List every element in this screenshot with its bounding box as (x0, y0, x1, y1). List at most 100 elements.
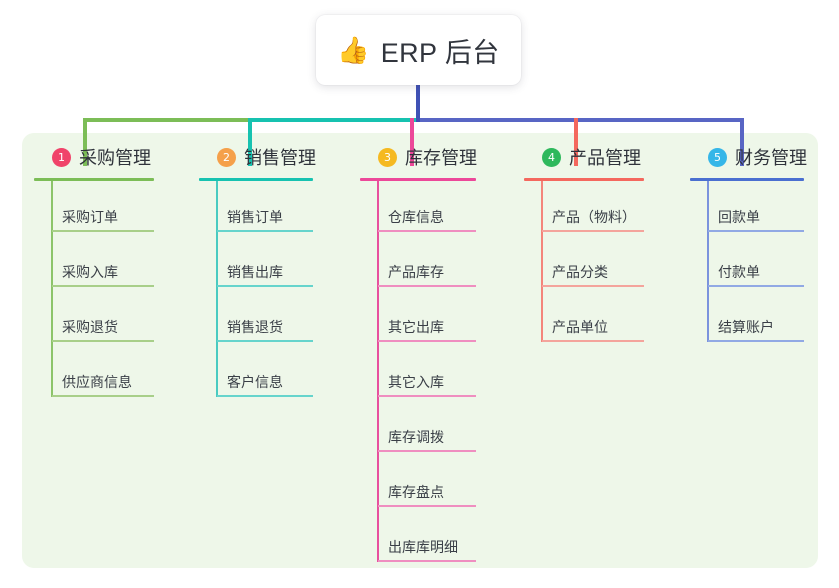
leaf-label: 供应商信息 (62, 374, 132, 390)
column-rule-4 (524, 178, 644, 181)
root-node-title: ERP 后台 (380, 37, 500, 68)
thumbs-up-icon: 👍 (337, 35, 370, 65)
leaf-rule (378, 340, 476, 342)
leaf-item[interactable]: 销售订单 (199, 181, 313, 236)
leaf-label: 其它入库 (388, 374, 444, 390)
column-rule-2 (199, 178, 313, 181)
leaf-rule (52, 395, 154, 397)
leaf-rule (217, 340, 313, 342)
leaf-rule (708, 285, 804, 287)
leaf-label: 库存盘点 (388, 484, 444, 500)
drop-line-1 (83, 118, 87, 166)
leaf-rule (378, 505, 476, 507)
column-rule-3 (360, 178, 476, 181)
leaf-rule (378, 450, 476, 452)
leaf-item[interactable]: 客户信息 (199, 346, 313, 401)
leaf-item[interactable]: 产品库存 (360, 236, 476, 291)
leaf-rule (217, 230, 313, 232)
leaf-label: 回款单 (718, 209, 760, 225)
leaf-label: 仓库信息 (388, 209, 444, 225)
leaf-label: 产品（物料） (552, 209, 636, 225)
leaf-label: 客户信息 (227, 374, 283, 390)
leaf-label: 产品单位 (552, 319, 608, 335)
column-2: 2 销售管理销售订单销售出库销售退货客户信息 (199, 143, 316, 401)
column-badge-5: 5 (708, 147, 727, 167)
leaf-item[interactable]: 供应商信息 (34, 346, 154, 401)
leaf-rule (217, 285, 313, 287)
leaf-label: 付款单 (718, 264, 760, 280)
column-title-4: 产品管理 (569, 148, 641, 168)
leaf-item[interactable]: 付款单 (690, 236, 804, 291)
leaf-list-5: 回款单付款单结算账户 (690, 181, 804, 346)
drop-line-4 (574, 118, 578, 166)
leaf-label: 采购退货 (62, 319, 118, 335)
leaf-item[interactable]: 结算账户 (690, 291, 804, 346)
column-header-5[interactable]: 5 财务管理 (690, 143, 807, 171)
leaf-label: 销售出库 (227, 264, 283, 280)
leaf-rule (708, 230, 804, 232)
column-header-1[interactable]: 1 采购管理 (34, 143, 154, 171)
column-badge-2: 2 (217, 147, 236, 167)
bus-segment-green (83, 118, 250, 122)
leaf-spine-5 (707, 181, 709, 342)
leaf-rule (542, 230, 644, 232)
bus-segment-teal (248, 118, 418, 122)
leaf-label: 销售订单 (227, 209, 283, 225)
leaf-spine-3 (377, 181, 379, 562)
leaf-label: 其它出库 (388, 319, 444, 335)
column-badge-1: 1 (52, 147, 71, 167)
leaf-item[interactable]: 仓库信息 (360, 181, 476, 236)
leaf-rule (52, 285, 154, 287)
column-title-1: 采购管理 (79, 148, 151, 168)
leaf-rule (217, 395, 313, 397)
leaf-spine-4 (541, 181, 543, 342)
leaf-item[interactable]: 销售退货 (199, 291, 313, 346)
leaf-rule (378, 395, 476, 397)
leaf-item[interactable]: 库存调拨 (360, 401, 476, 456)
column-title-3: 库存管理 (405, 148, 477, 168)
leaf-rule (542, 340, 644, 342)
leaf-item[interactable]: 采购入库 (34, 236, 154, 291)
leaf-label: 产品分类 (552, 264, 608, 280)
leaf-item[interactable]: 回款单 (690, 181, 804, 236)
leaf-rule (708, 340, 804, 342)
leaf-spine-1 (51, 181, 53, 397)
leaf-item[interactable]: 产品分类 (524, 236, 644, 291)
column-rule-1 (34, 178, 154, 181)
leaf-rule (52, 230, 154, 232)
leaf-item[interactable]: 出库库明细 (360, 511, 476, 566)
drop-line-3 (410, 118, 414, 166)
leaf-item[interactable]: 库存盘点 (360, 456, 476, 511)
leaf-item[interactable]: 产品单位 (524, 291, 644, 346)
leaf-item[interactable]: 采购订单 (34, 181, 154, 236)
leaf-item[interactable]: 销售出库 (199, 236, 313, 291)
leaf-rule (378, 230, 476, 232)
leaf-spine-2 (216, 181, 218, 397)
column-header-2[interactable]: 2 销售管理 (199, 143, 316, 171)
root-node-card[interactable]: 👍 ERP 后台 (316, 15, 521, 85)
leaf-label: 采购入库 (62, 264, 118, 280)
leaf-item[interactable]: 采购退货 (34, 291, 154, 346)
column-title-2: 销售管理 (244, 148, 316, 168)
leaf-label: 结算账户 (718, 319, 774, 335)
leaf-list-2: 销售订单销售出库销售退货客户信息 (199, 181, 313, 401)
leaf-list-1: 采购订单采购入库采购退货供应商信息 (34, 181, 154, 401)
leaf-item[interactable]: 其它出库 (360, 291, 476, 346)
leaf-item[interactable]: 产品（物料） (524, 181, 644, 236)
leaf-label: 采购订单 (62, 209, 118, 225)
leaf-label: 出库库明细 (388, 539, 458, 555)
leaf-item[interactable]: 其它入库 (360, 346, 476, 401)
leaf-list-4: 产品（物料） 产品分类产品单位 (524, 181, 644, 346)
column-title-5: 财务管理 (735, 148, 807, 168)
content-panel (22, 133, 818, 568)
bus-segment-blue (416, 118, 744, 122)
drop-line-5 (740, 118, 744, 166)
column-5: 5 财务管理回款单付款单结算账户 (690, 143, 807, 346)
leaf-label: 库存调拨 (388, 429, 444, 445)
leaf-label: 产品库存 (388, 264, 444, 280)
